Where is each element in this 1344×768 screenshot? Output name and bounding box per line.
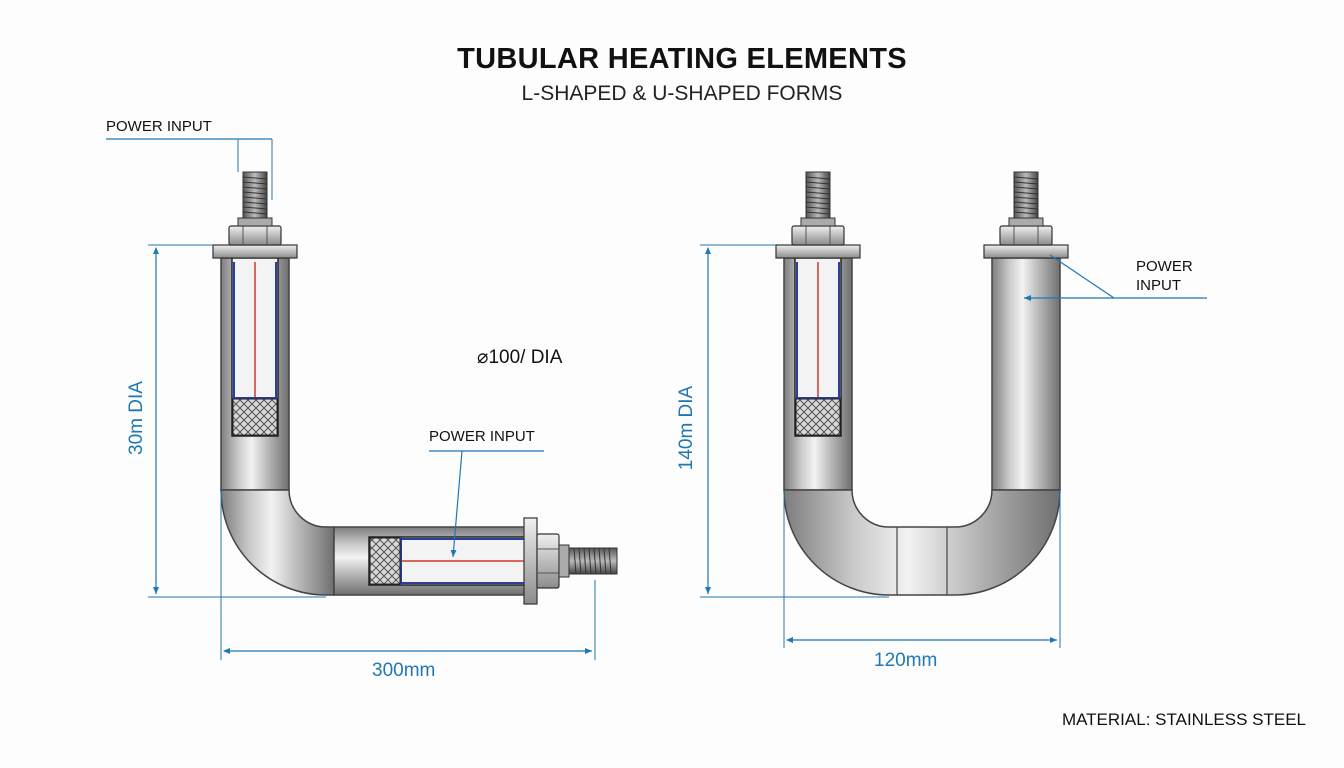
u-left-thread (805, 171, 831, 219)
l-top-nut (228, 225, 282, 246)
material-note: MATERIAL: STAINLESS STEEL (1061, 710, 1306, 729)
u-power-input-label: POWER INPUT (1136, 258, 1193, 294)
l-side-nut (536, 533, 560, 589)
l-power-input-label-top: POWER INPUT (106, 118, 212, 135)
l-bend (220, 489, 335, 596)
u-right-thread (1013, 171, 1039, 219)
l-power-input-label-side: POWER INPUT (429, 428, 535, 445)
l-top-flange (212, 244, 298, 259)
l-side-flange (523, 517, 538, 605)
l-width-dimension-label: 300mm (372, 660, 436, 681)
l-shaped-element (106, 138, 618, 660)
l-top-thread (242, 171, 268, 219)
l-insulation-horizontal (369, 537, 401, 585)
l-side-thread (568, 547, 618, 575)
u-right-nut (999, 225, 1053, 246)
diagram-subtitle: L-SHAPED & U-SHAPED FORMS (521, 82, 843, 105)
u-bend (783, 489, 1061, 596)
u-height-dimension-label: 140m DIA (676, 385, 697, 471)
l-height-dimension-label: 30m DIA (126, 381, 147, 455)
l-insulation-vertical (232, 398, 278, 436)
u-left-nut (791, 225, 845, 246)
diameter-note: ⌀100/ DIA (477, 347, 563, 368)
u-shaped-element (700, 171, 1207, 648)
u-width-dimension-label: 120mm (874, 650, 938, 671)
diagram-title: TUBULAR HEATING ELEMENTS (457, 43, 907, 75)
u-right-leg (991, 257, 1061, 491)
u-left-flange (775, 244, 861, 259)
u-insulation (795, 398, 841, 436)
u-right-flange (983, 244, 1069, 259)
